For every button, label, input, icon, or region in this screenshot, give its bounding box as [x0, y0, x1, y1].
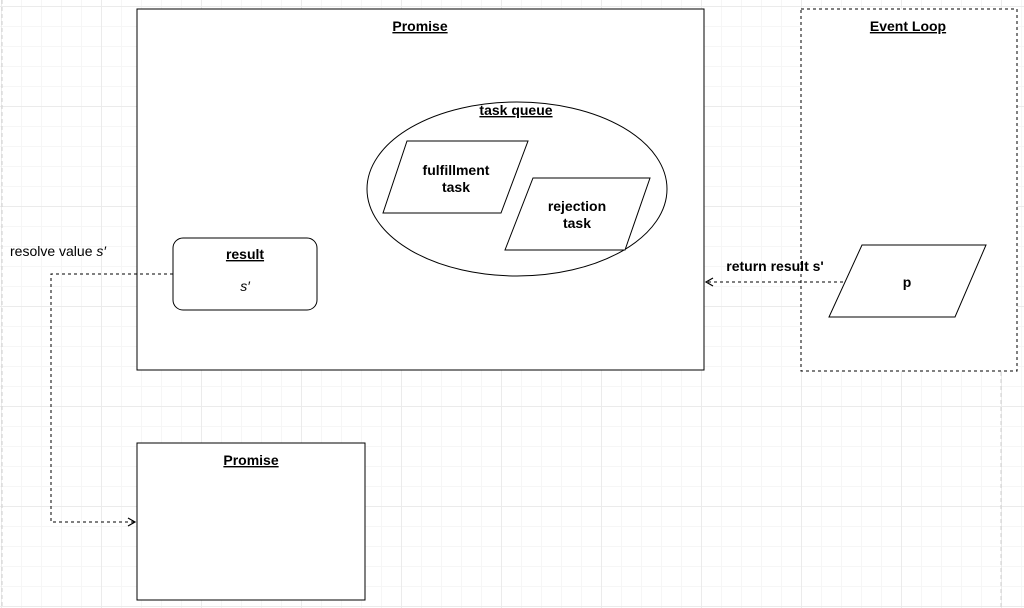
resolve-value-label: resolve value s′ — [10, 243, 107, 259]
task-queue-title: task queue — [479, 102, 552, 118]
fulfillment-task-label-line2: task — [442, 179, 470, 195]
rejection-task-label-line1: rejection — [548, 198, 606, 214]
rejection-task[interactable]: rejection task — [504, 177, 651, 251]
result-box[interactable]: result s′ — [172, 237, 318, 311]
event-loop-item-p-label: p — [903, 274, 912, 290]
promise-title: Promise — [392, 18, 447, 34]
rejection-task-label-line2: task — [563, 215, 591, 231]
resolve-value-edge[interactable]: resolve value s′ — [10, 243, 173, 527]
next-promise-title: Promise — [223, 452, 278, 468]
resolve-value-label-var: s′ — [96, 243, 107, 259]
next-promise-container[interactable]: Promise — [136, 442, 366, 601]
fulfillment-task-label-line1: fulfillment — [423, 162, 490, 178]
return-result-edge[interactable]: return result s' — [704, 258, 843, 287]
result-value: s′ — [240, 278, 251, 294]
event-loop-item-p[interactable]: p — [828, 244, 987, 318]
return-result-label: return result s' — [726, 258, 823, 274]
result-title: result — [226, 246, 264, 262]
event-loop-title: Event Loop — [870, 18, 946, 34]
fulfillment-task[interactable]: fulfillment task — [382, 140, 529, 214]
resolve-value-label-prefix: resolve value — [10, 243, 96, 259]
